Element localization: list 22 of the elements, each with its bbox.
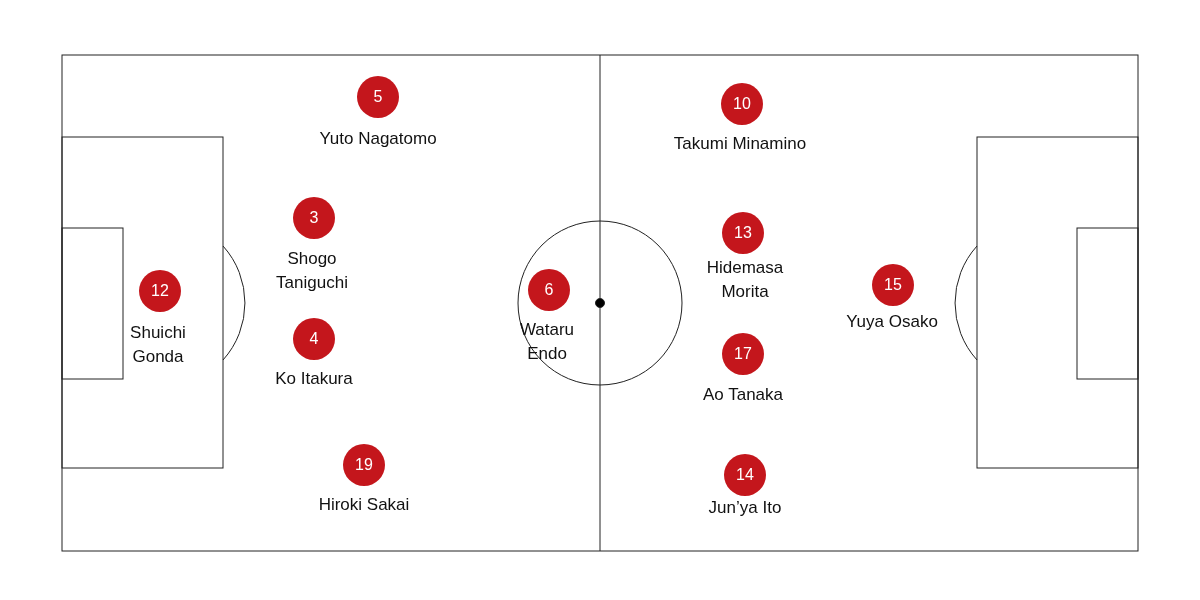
player-name: Wataru Endo	[518, 319, 576, 365]
player-marker: 10	[721, 83, 763, 125]
player-marker: 17	[722, 333, 764, 375]
player-name: Hidemasa Morita	[705, 257, 785, 303]
player-marker: 14	[724, 454, 766, 496]
player-marker: 12	[139, 270, 181, 312]
player-marker: 6	[528, 269, 570, 311]
player-name: Ko Itakura	[275, 368, 353, 390]
player-name: Takumi Minamino	[673, 133, 807, 155]
player-name: Shogo Taniguchi	[275, 248, 349, 294]
player-name: Hiroki Sakai	[318, 494, 410, 516]
player-name: Shuichi Gonda	[129, 322, 187, 368]
player-marker: 5	[357, 76, 399, 118]
player-marker: 15	[872, 264, 914, 306]
player-name: Yuto Nagatomo	[319, 128, 437, 150]
player-marker: 19	[343, 444, 385, 486]
player-name: Jun’ya Ito	[708, 497, 782, 519]
player-marker: 4	[293, 318, 335, 360]
player-name: Yuya Osako	[846, 311, 938, 333]
player-marker: 13	[722, 212, 764, 254]
player-marker: 3	[293, 197, 335, 239]
player-name: Ao Tanaka	[703, 384, 783, 406]
